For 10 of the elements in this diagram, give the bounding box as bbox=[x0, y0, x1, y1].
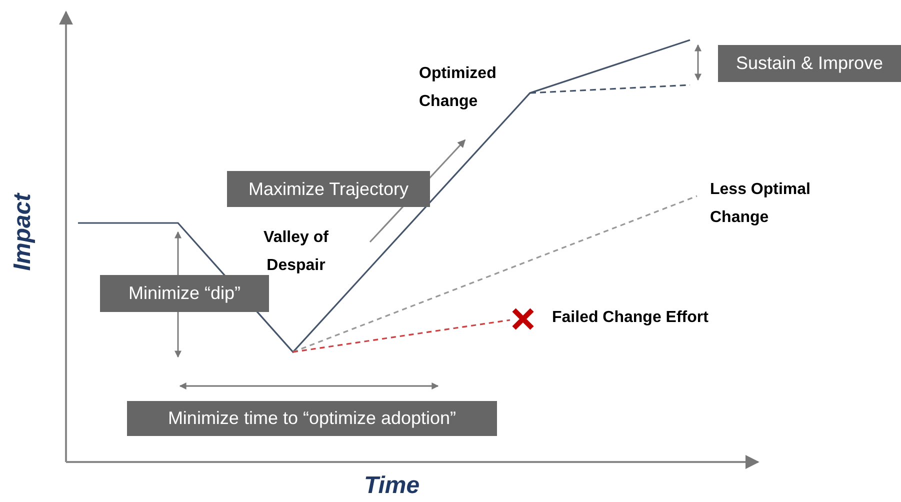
callout-box: Minimize time to “optimize adoption” bbox=[127, 401, 497, 436]
axis-title: Impact bbox=[9, 192, 37, 273]
axis-title: Time bbox=[364, 472, 421, 500]
annotation-text: Valley of Despair bbox=[262, 228, 330, 276]
annotation-text: Less Optimal Change bbox=[710, 180, 812, 228]
callout-box: Minimize “dip” bbox=[100, 275, 269, 312]
callout-box: Maximize Trajectory bbox=[227, 171, 430, 207]
annotation-text: Failed Change Effort bbox=[552, 308, 710, 328]
callout-box: Sustain & Improve bbox=[718, 45, 901, 82]
annotation-text: Optimized Change bbox=[419, 64, 498, 112]
